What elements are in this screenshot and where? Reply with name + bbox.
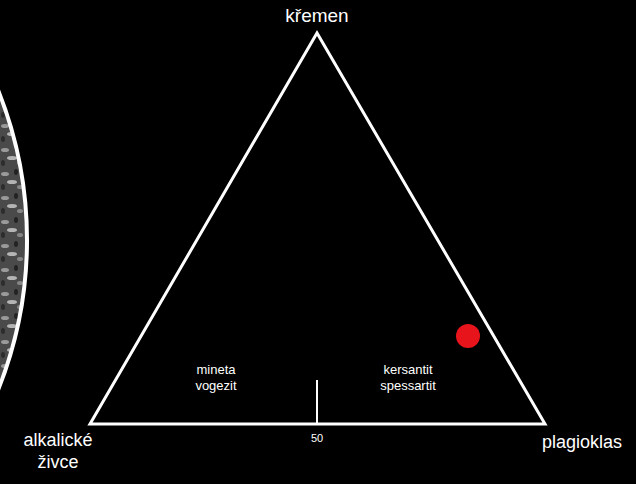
vertex-label: alkalické živce (3, 430, 113, 473)
photo-border (0, 0, 27, 484)
rock-texture (0, 0, 27, 484)
scale-value: 50 (311, 432, 323, 445)
vertex-label: křemen (285, 5, 348, 28)
sample-point (456, 324, 480, 348)
rock-photo (0, 0, 27, 484)
ternary-triangle (90, 33, 545, 424)
field-label: mineta vogezit (176, 362, 256, 393)
midpoint-tick (316, 380, 318, 424)
field-label: kersantit spessartit (368, 362, 448, 393)
vertex-label: plagioklas (542, 432, 622, 454)
